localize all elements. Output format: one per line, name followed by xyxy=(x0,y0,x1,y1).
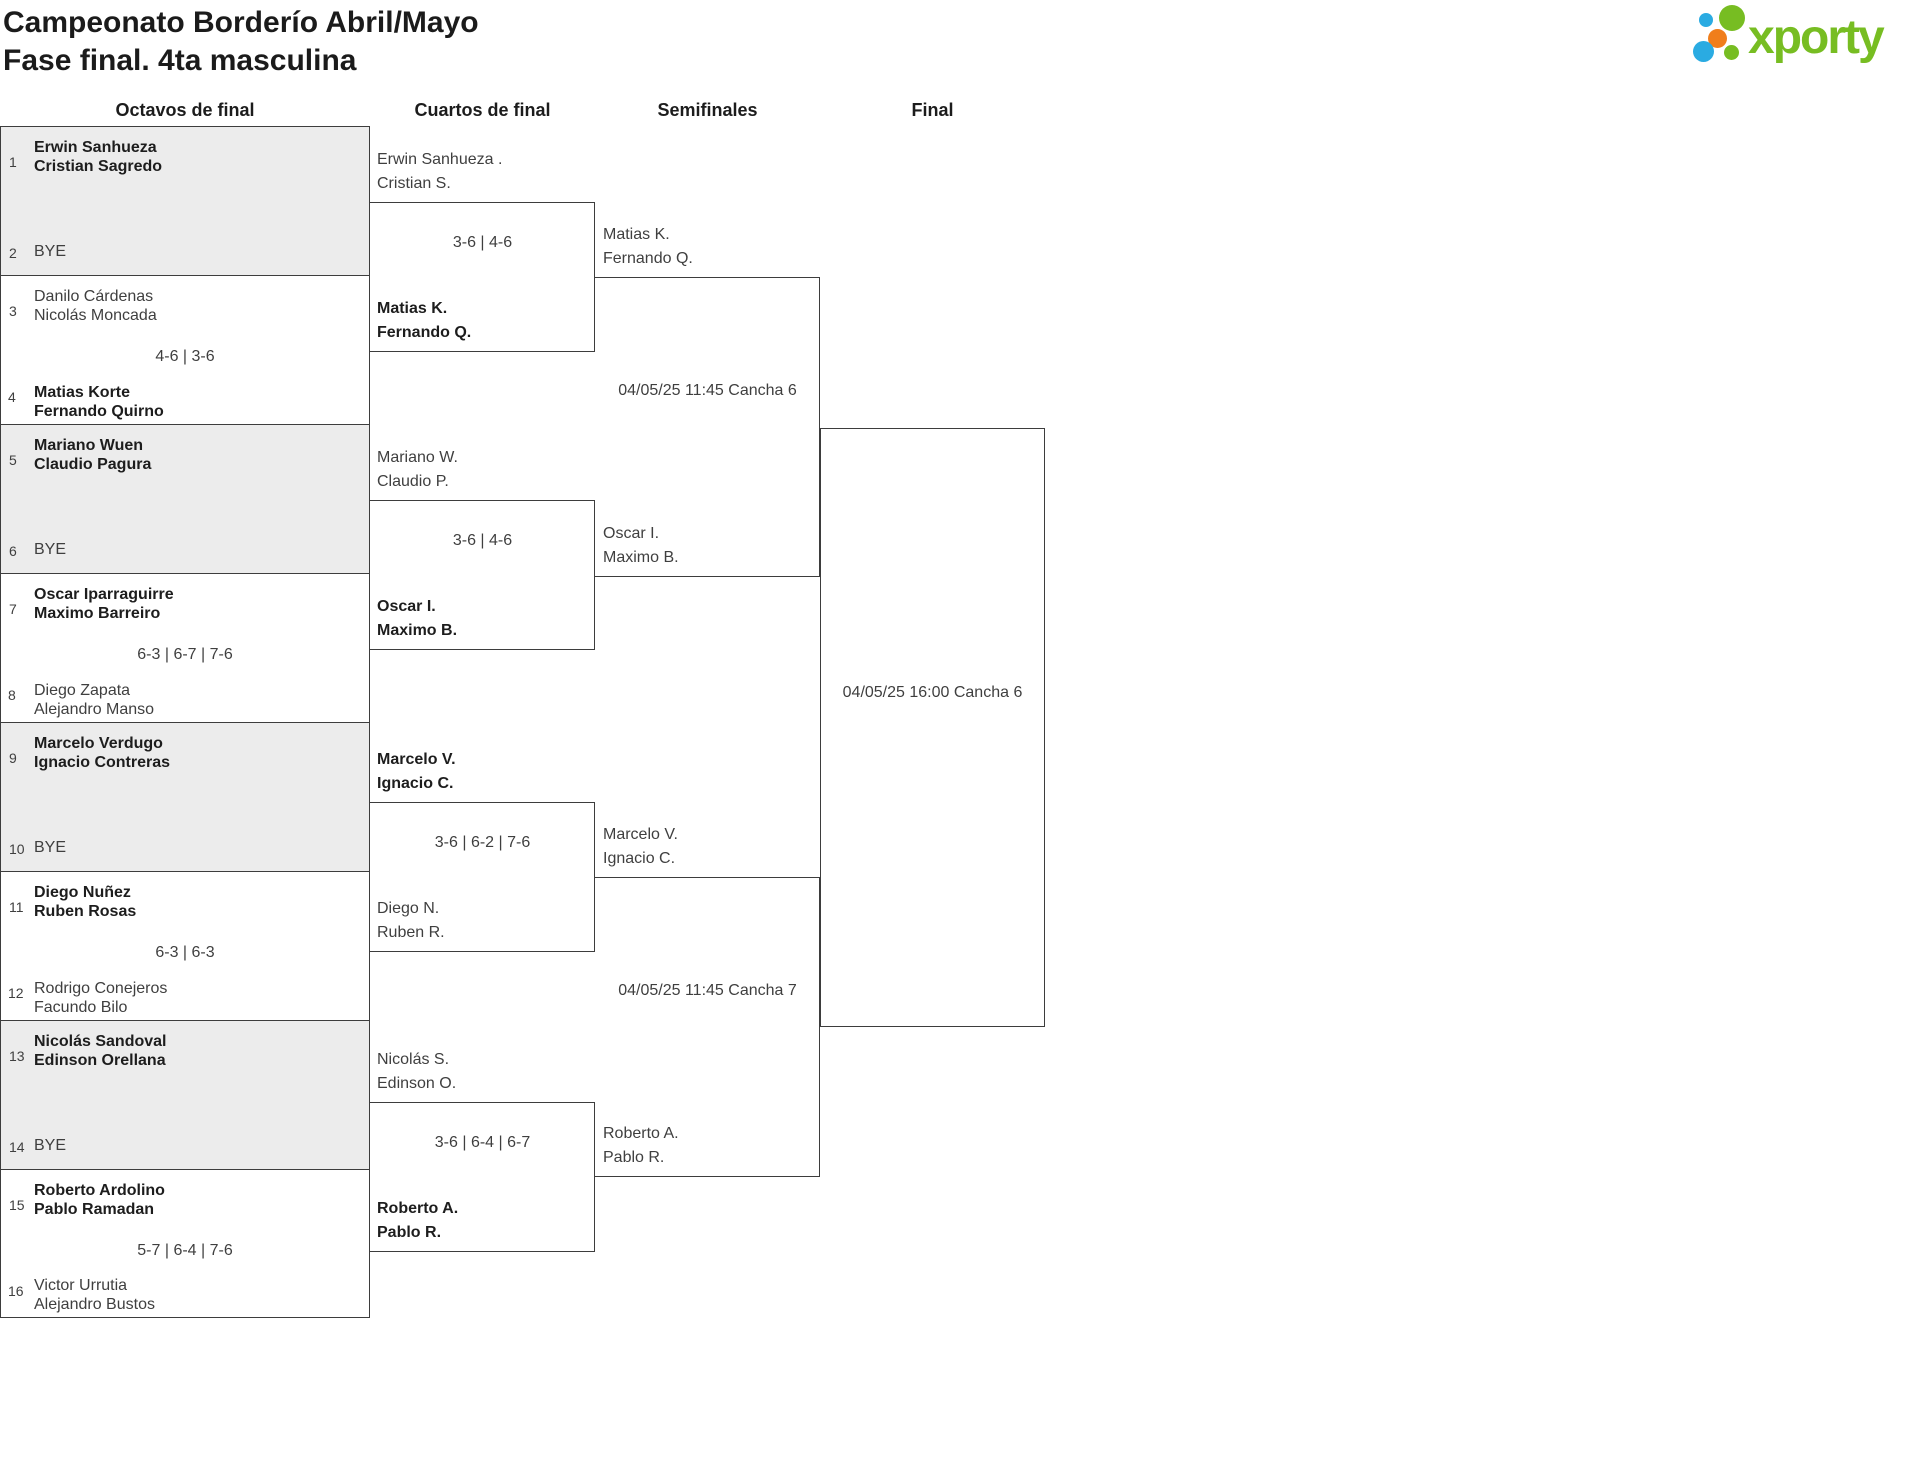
sf1-schedule: 04/05/25 11:45 Cancha 6 xyxy=(618,382,797,399)
qf2-score: 3-6 | 4-6 xyxy=(452,532,513,549)
bye-label: BYE xyxy=(34,1137,67,1154)
final-schedule: 04/05/25 16:00 Cancha 6 xyxy=(842,684,1023,701)
r16-match-2: 3 Danilo Cárdenas Nicolás Moncada 4-6 | … xyxy=(0,275,370,424)
bye-label: BYE xyxy=(34,839,67,856)
r16-match-6: 11 Diego Nuñez Ruben Rosas 6-3 | 6-3 12 … xyxy=(0,871,370,1020)
qf3-entrant-bottom: Diego N. Ruben R. xyxy=(377,900,445,941)
logo-dot-icon xyxy=(1693,41,1714,62)
team-pair: Rodrigo Conejeros Facundo Bilo xyxy=(34,980,168,1016)
r16-match-8: 15 Roberto Ardolino Pablo Ramadan 5-7 | … xyxy=(0,1169,370,1318)
qf-match-1 xyxy=(370,202,595,352)
seed-number: 1 xyxy=(9,154,17,170)
final-match xyxy=(820,428,1045,1027)
qf3-entrant-top: Marcelo V. Ignacio C. xyxy=(377,751,456,792)
round-header-final: Final xyxy=(911,100,954,120)
r16-match-5: 9 Marcelo Verdugo Ignacio Contreras 10 B… xyxy=(0,722,370,871)
logo-dot-icon xyxy=(1699,13,1713,27)
seed-number: 16 xyxy=(8,1283,24,1299)
sf2-schedule: 04/05/25 11:45 Cancha 7 xyxy=(618,982,797,999)
qf4-entrant-bottom: Roberto A. Pablo R. xyxy=(377,1200,459,1241)
team-pair: Oscar Iparraguirre Maximo Barreiro xyxy=(34,586,174,622)
match-score: 5-7 | 6-4 | 7-6 xyxy=(137,1242,233,1259)
sf-match-1 xyxy=(595,277,820,577)
match-score: 6-3 | 6-3 xyxy=(155,944,215,961)
seed-number: 11 xyxy=(9,899,24,915)
qf1-entrant-top: Erwin Sanhueza . Cristian S. xyxy=(377,151,503,192)
qf2-entrant-top: Mariano W. Claudio P. xyxy=(377,449,458,490)
seed-number: 9 xyxy=(9,750,17,766)
seed-number: 10 xyxy=(9,841,25,857)
r16-match-4: 7 Oscar Iparraguirre Maximo Barreiro 6-3… xyxy=(0,573,370,722)
qf1-score: 3-6 | 4-6 xyxy=(452,234,513,251)
sf1-entrant-bottom: Oscar I. Maximo B. xyxy=(603,525,679,566)
seed-number: 7 xyxy=(9,601,17,617)
logo-dot-icon xyxy=(1708,29,1727,48)
sf2-entrant-bottom: Roberto A. Pablo R. xyxy=(603,1125,679,1166)
match-score: 4-6 | 3-6 xyxy=(155,348,215,365)
team-pair: Danilo Cárdenas Nicolás Moncada xyxy=(34,288,157,324)
sf1-entrant-top: Matias K. Fernando Q. xyxy=(603,226,693,267)
r16-match-7: 13 Nicolás Sandoval Edinson Orellana 14 … xyxy=(0,1020,370,1169)
seed-number: 12 xyxy=(8,985,24,1001)
round-header-semifinales: Semifinales xyxy=(657,100,758,120)
xporty-logo[interactable]: xporty xyxy=(1690,0,1920,80)
team-pair: Roberto Ardolino Pablo Ramadan xyxy=(34,1182,165,1218)
round-header-cuartos: Cuartos de final xyxy=(414,100,551,120)
sf-match-2 xyxy=(595,877,820,1177)
sf2-entrant-top: Marcelo V. Ignacio C. xyxy=(603,826,678,867)
team-pair: Marcelo Verdugo Ignacio Contreras xyxy=(34,735,171,771)
logo-dot-icon xyxy=(1719,5,1745,31)
team-pair: Victor Urrutia Alejandro Bustos xyxy=(34,1277,155,1313)
seed-number: 6 xyxy=(9,543,17,559)
qf-match-3 xyxy=(370,802,595,952)
phase-subtitle: Fase final. 4ta masculina xyxy=(3,44,357,77)
qf1-entrant-bottom: Matias K. Fernando Q. xyxy=(377,300,472,341)
round-header-octavos: Octavos de final xyxy=(115,100,255,120)
qf3-score: 3-6 | 6-2 | 7-6 xyxy=(434,834,531,851)
page-title: Campeonato Borderío Abril/Mayo Fase fina… xyxy=(3,4,479,80)
logo-dot-icon xyxy=(1724,45,1739,60)
seed-number: 3 xyxy=(9,303,17,319)
qf-match-2 xyxy=(370,500,595,650)
qf4-entrant-top: Nicolás S. Edinson O. xyxy=(377,1051,457,1092)
r16-match-3: 5 Mariano Wuen Claudio Pagura 6 BYE xyxy=(0,424,370,573)
bye-label: BYE xyxy=(34,243,67,260)
team-pair: Erwin Sanhueza Cristian Sagredo xyxy=(34,139,163,175)
seed-number: 2 xyxy=(9,245,17,261)
seed-number: 4 xyxy=(8,389,16,405)
team-pair: Matias Korte Fernando Quirno xyxy=(34,384,164,420)
tournament-title: Campeonato Borderío Abril/Mayo xyxy=(3,6,479,39)
seed-number: 8 xyxy=(8,687,16,703)
match-score: 6-3 | 6-7 | 7-6 xyxy=(137,646,233,663)
qf2-entrant-bottom: Oscar I. Maximo B. xyxy=(377,598,458,639)
team-pair: Mariano Wuen Claudio Pagura xyxy=(34,437,152,473)
qf-match-4 xyxy=(370,1102,595,1252)
team-pair: Nicolás Sandoval Edinson Orellana xyxy=(34,1033,167,1069)
logo-wordmark: xporty xyxy=(1748,11,1885,64)
seed-number: 13 xyxy=(9,1048,25,1064)
bye-label: BYE xyxy=(34,541,67,558)
seed-number: 14 xyxy=(9,1139,25,1155)
seed-number: 15 xyxy=(9,1197,25,1213)
seed-number: 5 xyxy=(9,452,17,468)
r16-match-1: 1 Erwin Sanhueza Cristian Sagredo 2 BYE xyxy=(0,126,370,275)
qf4-score: 3-6 | 6-4 | 6-7 xyxy=(434,1134,531,1151)
team-pair: Diego Nuñez Ruben Rosas xyxy=(34,884,137,920)
team-pair: Diego Zapata Alejandro Manso xyxy=(34,682,155,718)
